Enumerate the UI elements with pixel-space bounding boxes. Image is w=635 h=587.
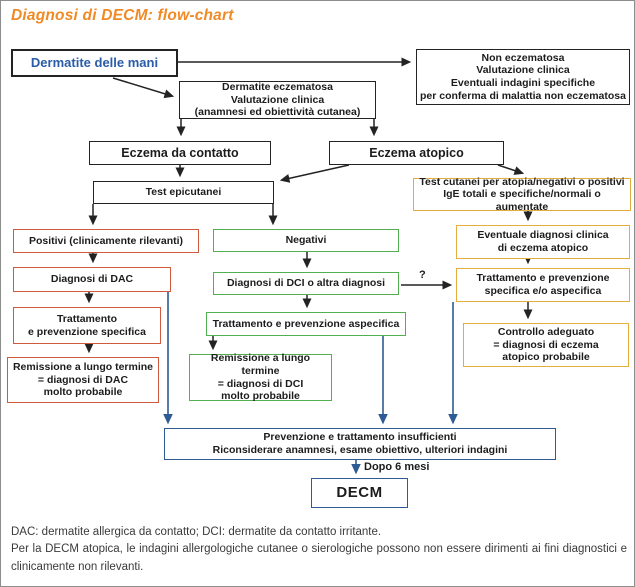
page-title: Diagnosi di DECM: flow-chart bbox=[11, 7, 234, 24]
box-controllo-adeguato: Controllo adeguato = diagnosi di eczema … bbox=[463, 323, 629, 367]
box-diagnosi-dac: Diagnosi di DAC bbox=[13, 267, 171, 292]
box-prevenzione-insufficienti: Prevenzione e trattamento insufficienti … bbox=[164, 428, 556, 460]
box-test-epicutanei: Test epicutanei bbox=[93, 181, 274, 204]
box-eczema-da-contatto: Eczema da contatto bbox=[89, 141, 271, 165]
box-negativi: Negativi bbox=[213, 229, 399, 252]
box-eventuale-diagnosi: Eventuale diagnosi clinica di eczema ato… bbox=[456, 225, 630, 259]
box-trattamento-specifica-aspecifica: Trattamento e prevenzione specifica e/o … bbox=[456, 268, 630, 302]
box-dermatite-eczematosa: Dermatite eczematosa Valutazione clinica… bbox=[179, 81, 376, 119]
box-dermatite-delle-mani: Dermatite delle mani bbox=[11, 49, 178, 77]
box-diagnosi-dci: Diagnosi di DCI o altra diagnosi bbox=[213, 272, 399, 295]
dopo-6-mesi-label: Dopo 6 mesi bbox=[364, 461, 430, 473]
box-decm: DECM bbox=[311, 478, 408, 508]
black-arrows bbox=[84, 57, 533, 354]
box-trattamento-aspecifica: Trattamento e prevenzione aspecifica bbox=[206, 312, 406, 336]
box-test-cutanei-atopia: Test cutanei per atopia/negativi o posit… bbox=[413, 176, 631, 213]
box-eczema-atopico: Eczema atopico bbox=[329, 141, 504, 165]
box-trattamento-specifica: Trattamento e prevenzione specifica bbox=[13, 307, 161, 344]
box-remissione-dac: Remissione a lungo termine = diagnosi di… bbox=[7, 357, 159, 403]
footer-caption: DAC: dermatite allergica da contatto; DC… bbox=[11, 524, 627, 576]
box-remissione-dci: Remissione a lungo termine = diagnosi di… bbox=[189, 352, 332, 402]
question-mark-label: ? bbox=[419, 269, 426, 281]
blue-arrows bbox=[163, 292, 458, 475]
box-positivi: Positivi (clinicamente rilevanti) bbox=[13, 229, 199, 253]
box-non-eczematosa: Non eczematosa Valutazione clinica Event… bbox=[416, 49, 630, 105]
footer-line-abbreviations: DAC: dermatite allergica da contatto; DC… bbox=[11, 526, 382, 538]
footer-line-note: Per la DECM atopica, le indagini allergo… bbox=[11, 543, 627, 573]
